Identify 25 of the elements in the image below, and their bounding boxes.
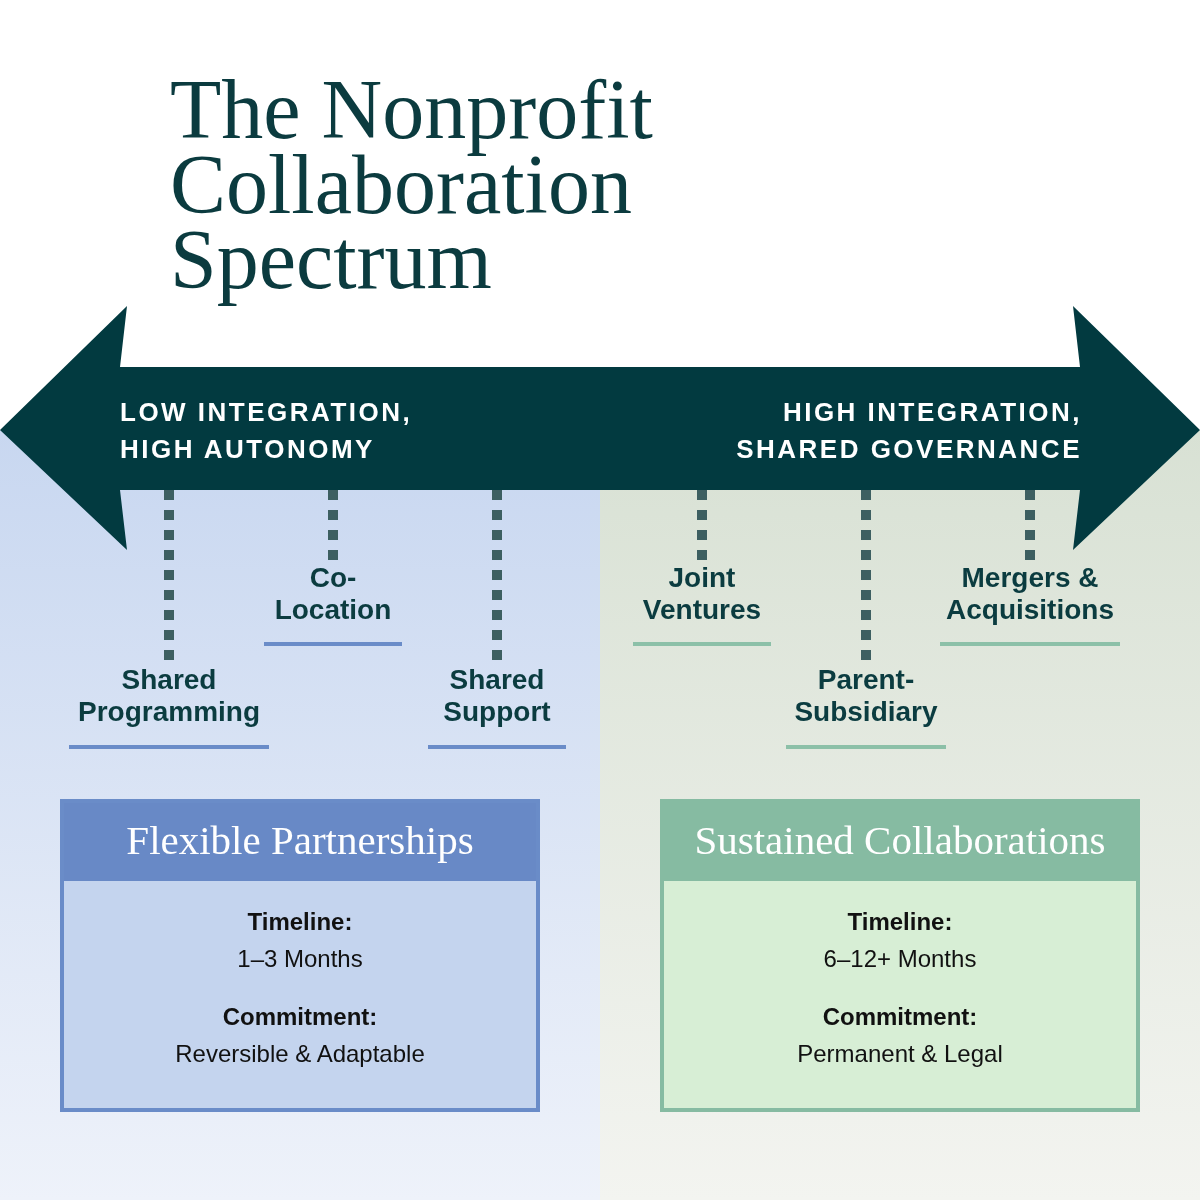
- field-value: 1–3 Months: [237, 944, 363, 974]
- collaboration-type-label: Shared Programming: [69, 664, 269, 749]
- band-label: LOW INTEGRATION, HIGH AUTONOMY: [120, 396, 414, 466]
- dotted-leader-line: [697, 490, 707, 562]
- field-label: Timeline:: [247, 907, 353, 937]
- collaboration-type-label: Co-Location: [264, 562, 402, 646]
- collaboration-type-label: Shared Support: [428, 664, 566, 749]
- field-value: 6–12+ Months: [823, 944, 977, 974]
- band-label: HIGH INTEGRATION, SHARED GOVERNANCE: [735, 396, 1082, 466]
- collaboration-type-label: Mergers & Acquisitions: [940, 562, 1120, 646]
- field-value: Reversible & Adaptable: [175, 1039, 425, 1069]
- field-value: Permanent & Legal: [797, 1039, 1003, 1069]
- collaboration-type-label: Parent-Subsidiary: [786, 664, 946, 749]
- card-heading: Sustained Collaborations: [664, 803, 1136, 881]
- category-card: [60, 799, 540, 1112]
- double-arrow-band: [0, 306, 1200, 550]
- title: The Nonprofit Collaboration Spectrum: [169, 66, 654, 308]
- collaboration-type-label: Joint Ventures: [633, 562, 771, 646]
- field-label: Timeline:: [847, 907, 953, 937]
- dotted-leader-line: [1025, 490, 1035, 562]
- field-label: Commitment:: [822, 1002, 978, 1032]
- dotted-leader-line: [328, 490, 338, 562]
- card-heading: Flexible Partnerships: [64, 803, 536, 881]
- category-card: [660, 799, 1140, 1112]
- field-label: Commitment:: [222, 1002, 378, 1032]
